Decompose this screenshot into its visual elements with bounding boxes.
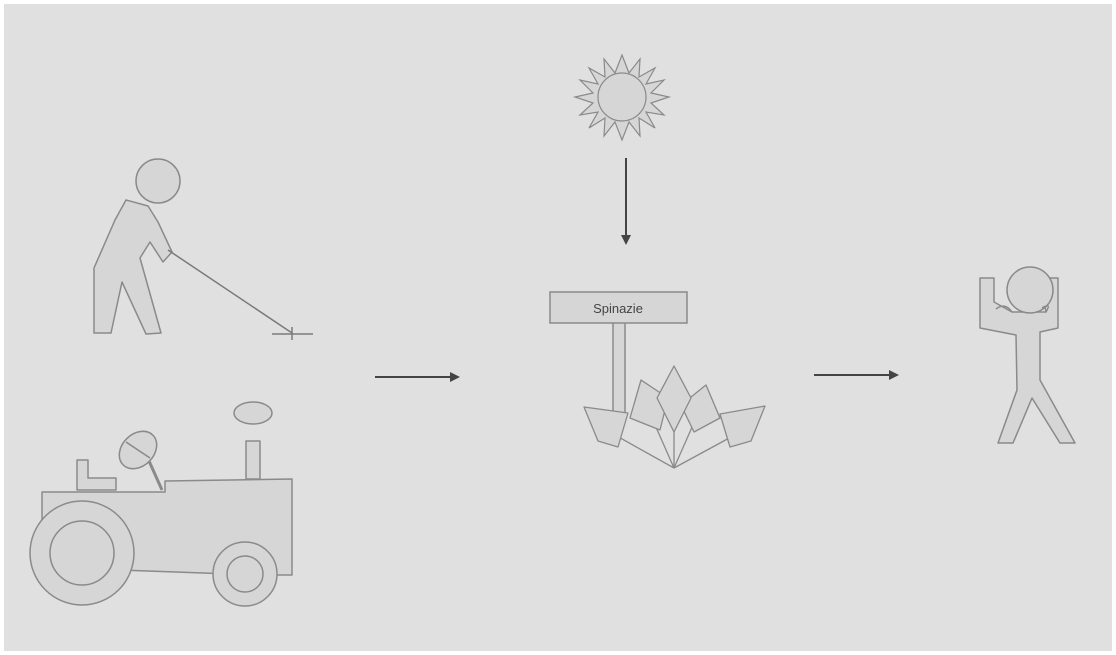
sun-icon: [572, 53, 672, 142]
gardener-icon: [93, 158, 313, 340]
spinach-plant-icon: [583, 365, 766, 469]
strong-person-icon: [979, 266, 1076, 444]
sign-icon: Spinazie: [549, 291, 688, 418]
tractor-icon: [29, 401, 293, 607]
sign-label: Spinazie: [593, 301, 643, 316]
